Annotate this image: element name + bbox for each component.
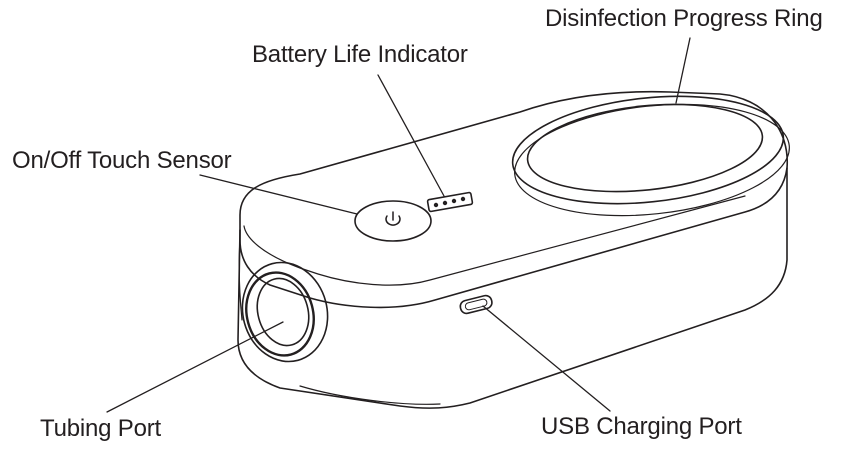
power-icon — [385, 211, 401, 226]
leader-power-sensor — [199, 174, 358, 215]
leader-battery-indicator — [377, 74, 445, 197]
leader-tubing-port — [106, 321, 284, 413]
battery-indicator-housing — [426, 191, 474, 213]
battery-indicator-dots — [433, 196, 466, 208]
label-tubing-port: Tubing Port — [40, 415, 161, 442]
device-top-face — [239, 90, 788, 309]
tubing-port-outer — [241, 261, 329, 363]
usb-port — [459, 294, 493, 315]
disinfection-ring-base — [514, 103, 790, 217]
device-front-edge — [238, 239, 243, 321]
tubing-port-rim — [245, 271, 315, 357]
label-battery-indicator: Battery Life Indicator — [252, 41, 468, 68]
power-sensor-button[interactable] — [354, 200, 432, 242]
device-top-bevel — [243, 195, 746, 286]
tubing-port-inner — [256, 277, 310, 347]
disinfection-ring-outer — [511, 95, 785, 205]
leader-usb-port — [482, 305, 611, 412]
label-power-sensor: On/Off Touch Sensor — [12, 147, 232, 174]
usb-port-inner — [464, 298, 488, 311]
device-side-wall — [237, 167, 788, 409]
label-usb-port: USB Charging Port — [541, 413, 742, 440]
leader-disinfection-ring — [675, 37, 691, 104]
disinfection-ring-inner — [526, 103, 764, 193]
device-foot-line — [299, 385, 441, 405]
label-disinfection-ring: Disinfection Progress Ring — [545, 5, 823, 32]
